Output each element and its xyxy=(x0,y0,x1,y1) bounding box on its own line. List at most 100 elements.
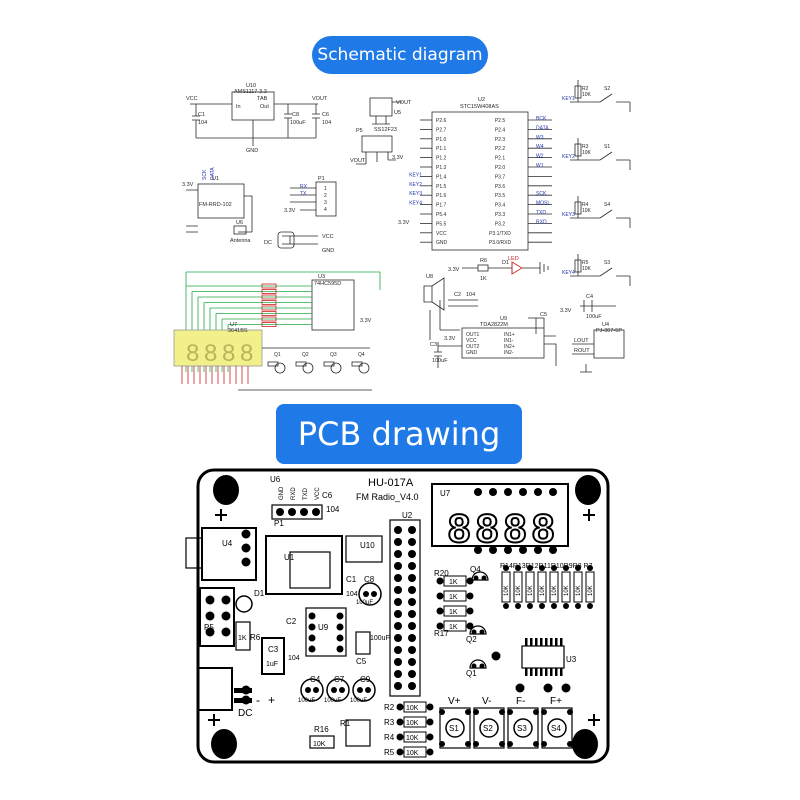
pcb-u1 xyxy=(265,535,343,595)
pcb-button-pad xyxy=(439,741,445,747)
u5-ref: U5 xyxy=(394,110,401,116)
mcu-right-net: RXD xyxy=(536,219,547,225)
mcu-left-net: KEY1 xyxy=(409,172,422,178)
pcb-u9 xyxy=(305,607,347,657)
pcb-array-resistor xyxy=(561,571,571,603)
amp-u8: U8 xyxy=(426,274,433,280)
display-pad xyxy=(519,546,527,554)
display-ref: U7 xyxy=(230,322,237,328)
pcb-button-outline xyxy=(439,707,471,749)
pcb-button-pad xyxy=(507,709,513,715)
pcb-transistor xyxy=(471,571,489,581)
pcb-1k-resistor xyxy=(443,620,467,632)
display-pad xyxy=(474,546,482,554)
amp-v33: 3.3V xyxy=(444,336,456,342)
pcb-button-ref: S2 xyxy=(483,724,493,733)
mcu-left-pin: VCC xyxy=(436,231,447,237)
pcb-u7-label: U7 xyxy=(440,489,451,498)
key-r-val: 10K xyxy=(582,150,592,156)
amp-pin-left: OUT1 xyxy=(466,332,480,338)
pcb-c1-label: C1 xyxy=(346,575,357,584)
pcb-button-ref: S3 xyxy=(517,724,527,733)
pcb-button-pad xyxy=(541,741,547,747)
u2-pad xyxy=(408,646,416,654)
pcb-r20-label: R20 xyxy=(434,569,449,578)
p1-pin: 2 xyxy=(324,193,327,199)
pcb-r6v: 1K xyxy=(238,635,247,642)
u2-pad xyxy=(408,622,416,630)
pcb-u3 xyxy=(521,645,565,669)
pcb-array-resistor-val: 10K xyxy=(576,585,582,596)
amp-body xyxy=(461,327,545,359)
u9-pad xyxy=(336,612,344,620)
u3-pin xyxy=(560,638,563,646)
pcb-button-outline xyxy=(541,707,573,749)
mcu-left-pin: P1.6 xyxy=(436,193,447,199)
display-pad xyxy=(519,488,527,496)
pcb-d1-label: D1 xyxy=(254,589,265,598)
pcb-c9-val: 100uF xyxy=(350,698,367,704)
mcu-left-pin: P1.3 xyxy=(436,165,447,171)
header-pin-label: GND xyxy=(279,486,285,500)
pcb-key-resistor-pad xyxy=(426,718,434,726)
pcb-array-pad xyxy=(563,565,569,571)
display-pad xyxy=(534,546,542,554)
u3-pin xyxy=(545,638,548,646)
radio-pin: SCK xyxy=(202,169,208,180)
p1-pin: 1 xyxy=(324,186,327,192)
pcb-transistor-pad xyxy=(479,629,485,635)
pcb-transistor-pad xyxy=(471,663,477,669)
pcb-c3 xyxy=(261,637,285,675)
mcu-right-pin: P3.2 xyxy=(495,221,506,227)
pcb-array-pad xyxy=(527,565,533,571)
pcb-1k-val: 1K xyxy=(449,609,458,616)
display-digit: 8 xyxy=(240,340,253,367)
pcb-c4v: 100uF xyxy=(370,635,390,642)
pcb-q1-label: Q1 xyxy=(466,669,477,678)
p1-pin: 3 xyxy=(324,200,327,206)
pcb-1k-pad xyxy=(466,622,474,630)
pcb-u10-label: U10 xyxy=(360,541,375,550)
header-pin xyxy=(276,508,284,516)
u2-pad xyxy=(408,574,416,582)
mcu-left-pin: P1.7 xyxy=(436,203,447,209)
pcb-array-pad xyxy=(551,565,557,571)
key-r-val: 10K xyxy=(582,266,592,272)
pcb-r6-label: R6 xyxy=(250,633,261,642)
radio-u6: U6 xyxy=(236,220,243,226)
pcb-button-cap xyxy=(513,718,533,738)
header-pin-label: VCC xyxy=(315,487,321,500)
pcb-array-resistor-val: 10K xyxy=(588,585,594,596)
transistor xyxy=(330,362,342,374)
bus-top-line xyxy=(185,271,381,290)
pcb-button-label: V+ xyxy=(448,696,461,707)
shift-register-body xyxy=(311,279,355,331)
amp-c4v: 100uF xyxy=(586,314,602,320)
pcb-array-resistor xyxy=(513,571,523,603)
pcb-1k-resistor xyxy=(443,590,467,602)
vreg-vin-label: VCC xyxy=(186,96,198,102)
amp-c5: C5 xyxy=(540,312,547,318)
pcb-pad xyxy=(241,543,251,553)
mcu-right-pin: P3.7 xyxy=(495,174,506,180)
transistor xyxy=(358,362,370,374)
key-switch-wire xyxy=(570,196,631,228)
mcu-left-pin: P1.0 xyxy=(436,137,447,143)
pcb-1k-val: 1K xyxy=(449,579,458,586)
led-resistor xyxy=(477,264,489,272)
pcb-array-resistor xyxy=(573,571,583,603)
pcb-array-pad xyxy=(575,565,581,571)
pcb-u2-label: U2 xyxy=(402,511,413,520)
u2-pad xyxy=(394,562,402,570)
pcb-array-pad xyxy=(503,603,509,609)
bus-resistor xyxy=(261,294,277,300)
pcb-c3-label: C3 xyxy=(268,645,279,654)
u2-pad xyxy=(394,538,402,546)
transistor xyxy=(302,362,314,374)
pcb-u9-label: U9 xyxy=(318,623,329,632)
mcu-left-pin: P5.4 xyxy=(436,212,447,218)
amp-part: TDA2822M xyxy=(480,322,508,328)
mcu-right-net: DATA xyxy=(536,125,549,131)
radio-antenna: Antenna xyxy=(230,238,251,244)
